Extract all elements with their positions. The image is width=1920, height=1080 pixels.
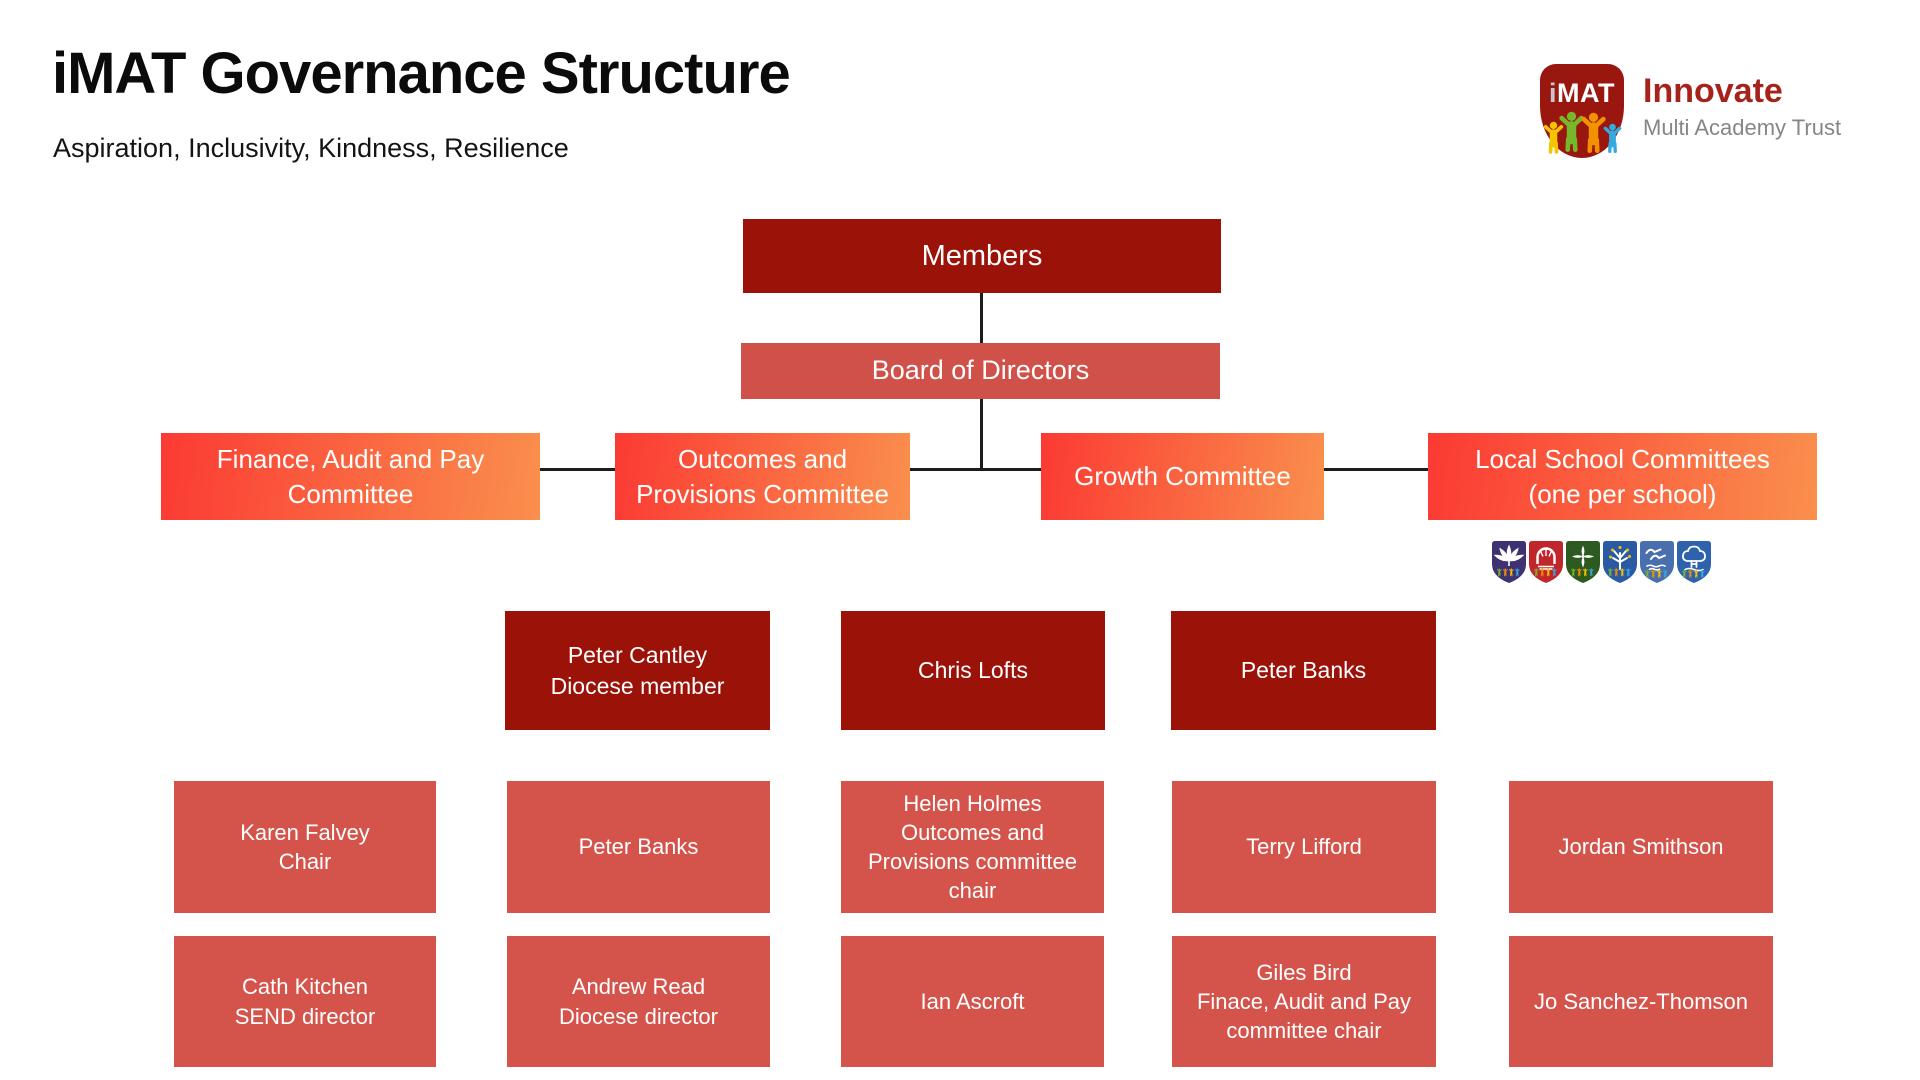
connector-outcomes-growth — [910, 468, 1041, 471]
org-node-peter-banks: Peter Banks — [507, 781, 770, 913]
school-crest-railway-tunnel-icon — [1529, 541, 1563, 583]
school-crest-oak-tree-icon — [1677, 541, 1711, 583]
org-node-karen-falvey: Karen Falvey Chair — [174, 781, 436, 913]
org-node-giles-bird: Giles Bird Finace, Audit and Pay committ… — [1172, 936, 1436, 1067]
imat-logo-i: i — [1549, 78, 1558, 108]
org-node-jo-sanchez-thomson: Jo Sanchez-Thomson — [1509, 936, 1773, 1067]
org-node-growth-committee: Growth Committee — [1041, 433, 1324, 520]
school-crest-orchard-tree-icon — [1603, 541, 1637, 583]
school-crest-flying-geese-icon — [1640, 541, 1674, 583]
logo-people-icon — [1540, 108, 1624, 156]
org-node-board-of-directors: Board of Directors — [741, 343, 1220, 399]
org-node-members: Members — [743, 219, 1221, 293]
page-title: iMAT Governance Structure — [52, 41, 791, 106]
org-node-peter-banks-director: Peter Banks — [1171, 611, 1436, 730]
org-node-local-school-committees: Local School Committees (one per school) — [1428, 433, 1817, 520]
org-node-jordan-smithson: Jordan Smithson — [1509, 781, 1773, 913]
brand-block: Innovate Multi Academy Trust — [1643, 72, 1842, 141]
org-node-ian-ascroft: Ian Ascroft — [841, 936, 1104, 1067]
org-node-chris-lofts: Chris Lofts — [841, 611, 1105, 730]
org-node-cath-kitchen: Cath Kitchen SEND director — [174, 936, 436, 1067]
org-node-terry-lifford: Terry Lifford — [1172, 781, 1436, 913]
org-node-peter-cantley: Peter Cantley Diocese member — [505, 611, 770, 730]
connector-growth-local — [1324, 468, 1428, 471]
brand-subtitle: Multi Academy Trust — [1643, 114, 1842, 140]
imat-logo-wordmark: iMAT — [1540, 78, 1624, 109]
connector-board-committees — [980, 399, 983, 470]
page-subtitle: Aspiration, Inclusivity, Kindness, Resil… — [53, 133, 569, 163]
connector-members-board — [980, 293, 983, 343]
org-node-finance-audit-pay-committee: Finance, Audit and Pay Committee — [161, 433, 540, 520]
org-node-outcomes-provisions-committee: Outcomes and Provisions Committee — [615, 433, 910, 520]
school-crest-row — [1492, 541, 1711, 583]
connector-finance-outcomes — [540, 468, 615, 471]
school-crest-leaf-cluster-icon — [1566, 541, 1600, 583]
imat-logo-mat: MAT — [1557, 78, 1615, 108]
brand-name: Innovate — [1643, 72, 1783, 110]
org-node-helen-holmes: Helen Holmes Outcomes and Provisions com… — [841, 781, 1104, 913]
imat-logo-shield: iMAT — [1540, 64, 1624, 158]
school-crest-chestnut-leaf-icon — [1492, 541, 1526, 583]
org-node-andrew-read: Andrew Read Diocese director — [507, 936, 770, 1067]
